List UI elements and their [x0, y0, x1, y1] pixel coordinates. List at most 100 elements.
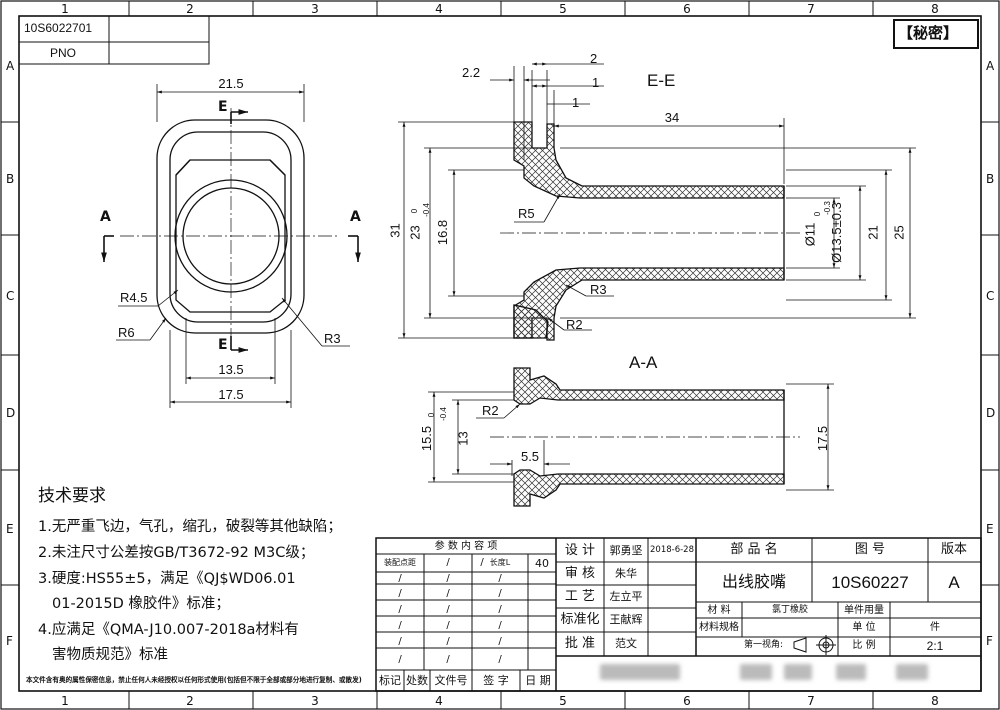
blurred-company-block	[784, 664, 812, 680]
ref-header-slash-2: /	[480, 557, 484, 568]
ref-header-length: 长度L	[489, 558, 511, 567]
col-label-1-bottom: 1	[61, 694, 69, 708]
material: 氯丁橡胶	[771, 605, 809, 615]
pno-number: 10S6022701	[24, 21, 93, 35]
section-aa-title: A-A	[629, 353, 658, 372]
material-label: 材 料	[707, 605, 731, 616]
dim-r3-front: R3	[324, 331, 341, 346]
front-dims	[116, 84, 350, 408]
dim-23-tol-dn: -0.4	[421, 203, 431, 217]
row-label-d-right: D	[986, 406, 996, 420]
dim-23-tol-up: 0	[410, 208, 420, 214]
section-mark-a-right: A	[350, 209, 361, 225]
dim-d13-5: Ø13.5±0.3	[828, 202, 844, 263]
projection-symbol-icon	[793, 635, 836, 655]
ref-cell: /	[446, 604, 450, 615]
col-label-2: 2	[186, 2, 194, 16]
sig-role-approve: 批 准	[564, 636, 596, 651]
ee-dims	[398, 62, 916, 339]
dim-34: 34	[664, 110, 680, 125]
col-label-3-bottom: 3	[311, 694, 319, 708]
col-label-3: 3	[311, 2, 319, 16]
section-ee-title: E-E	[647, 71, 676, 90]
col-label-1: 1	[61, 2, 69, 16]
blurred-company-block	[836, 664, 866, 680]
ref-cell: /	[398, 620, 402, 631]
dim-13-aa: 13	[455, 431, 471, 446]
ee-upper-wall	[513, 121, 785, 199]
blurred-company-block	[600, 664, 680, 680]
ref-cell: /	[498, 573, 502, 584]
sig-role-design: 设 计	[564, 543, 596, 558]
ref-cell: /	[446, 620, 450, 631]
aa-lower-wall	[513, 469, 785, 507]
dim-d11: Ø11	[802, 222, 818, 247]
ee-lower-wall	[513, 267, 785, 341]
row-label-a: A	[6, 59, 15, 73]
blurred-company-block	[896, 664, 928, 680]
dim-r2-aa: R2	[482, 403, 499, 418]
row-label-e: E	[6, 522, 14, 536]
dim-1-a: 1	[592, 75, 600, 90]
front-centerlines	[120, 108, 340, 345]
dim-r2-ee: R2	[566, 317, 583, 332]
unit-qty-label: 单件用量	[844, 605, 884, 616]
dim-r4-5: R4.5	[120, 290, 148, 305]
tech-req-item-3: 3.硬度:HS55±5，满足《QJ$WD06.01	[38, 571, 296, 587]
dim-21-5: 21.5	[218, 76, 244, 91]
tech-req-item-3b: 01-2015D 橡胶件》标准；	[52, 596, 230, 612]
col-label-6-bottom: 6	[683, 694, 691, 708]
dim-21: 21	[865, 225, 881, 240]
part-name-label: 部 品 名	[730, 542, 778, 557]
col-label-4-bottom: 4	[435, 694, 443, 708]
sig-role-process: 工 艺	[564, 589, 596, 604]
dim-r3-ee: R3	[590, 282, 607, 297]
sig-name-standard: 王献辉	[609, 613, 643, 626]
sig-name-process: 左立平	[609, 590, 643, 603]
section-ee	[513, 121, 785, 341]
unit: 件	[930, 622, 940, 633]
dim-5-5: 5.5	[520, 449, 540, 464]
dim-25: 25	[891, 225, 907, 240]
ref-header-slash-1: /	[446, 557, 450, 568]
dim-31: 31	[387, 223, 403, 238]
ref-header-assembly: 装配点距	[384, 558, 416, 567]
dim-2: 2	[590, 51, 598, 66]
dim-r6: R6	[118, 325, 135, 340]
title-block-lines	[375, 537, 982, 692]
unit-label: 单 位	[852, 622, 876, 633]
projection-label: 第一视角:	[744, 640, 784, 650]
secret-stamp-box	[893, 19, 979, 49]
col-label-8-bottom: 8	[931, 694, 939, 708]
dim-2-2: 2.2	[462, 65, 481, 80]
ref-cell: /	[498, 654, 502, 665]
aa-dims	[428, 383, 834, 491]
ref-table-title: 参 数 内 容 项	[434, 541, 498, 552]
ref-cell: /	[398, 588, 402, 599]
row-label-c: C	[6, 289, 15, 303]
tech-req-item-2: 2.未注尺寸公差按GB/T3672-92 M3C级；	[38, 545, 315, 561]
version-label: 版本	[940, 542, 968, 557]
row-label-f-right: F	[986, 634, 993, 648]
ref-cell: /	[446, 573, 450, 584]
scale-label: 比 例	[852, 640, 876, 651]
pno-box	[18, 15, 210, 65]
sig-name-approve: 范文	[615, 637, 637, 650]
col-label-8: 8	[931, 2, 939, 16]
dim-13-5: 13.5	[218, 362, 244, 377]
ref-cell: /	[498, 604, 502, 615]
col-label-7-bottom: 7	[807, 694, 815, 708]
sig-name-design: 郭勇坚	[609, 544, 643, 557]
row-label-a-right: A	[986, 59, 995, 73]
section-mark-e-bottom: E	[218, 337, 228, 353]
rev-header-mark: 标记	[379, 674, 401, 687]
pno-label: PNO	[50, 46, 77, 60]
secret-stamp: 【秘密】	[898, 24, 959, 42]
section-mark-e-top: E	[218, 99, 228, 115]
row-label-c-right: C	[986, 289, 995, 303]
tech-req-title: 技术要求	[38, 486, 106, 506]
sig-role-review: 审 核	[564, 566, 596, 581]
front-inner-rect	[169, 131, 292, 323]
drawing-no-label: 图 号	[854, 542, 886, 557]
ref-cell: /	[446, 636, 450, 647]
